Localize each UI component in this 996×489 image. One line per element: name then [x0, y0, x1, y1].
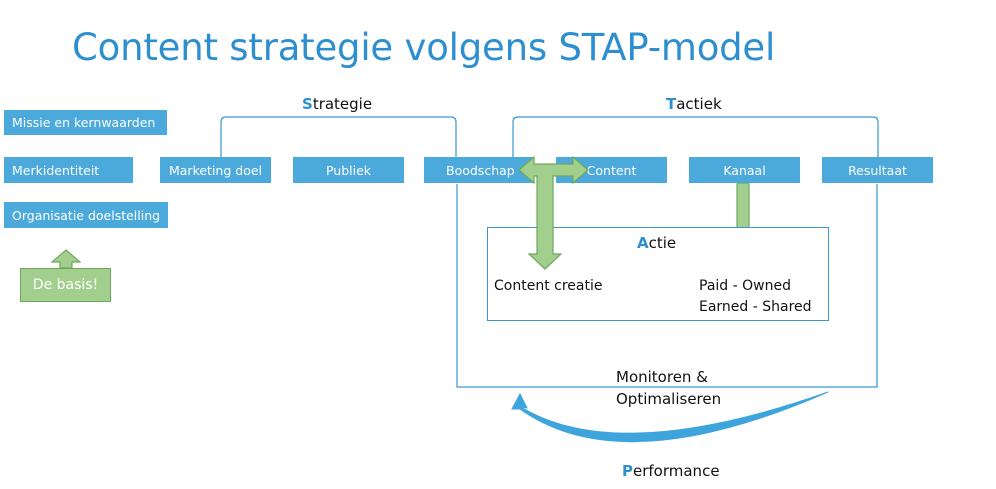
strategie-bracket — [220, 116, 457, 157]
box-merkidentiteit: Merkidentiteit — [4, 157, 133, 183]
box-resultaat: Resultaat — [822, 157, 933, 183]
de-basis-box: De basis! — [20, 268, 111, 302]
paid-owned-label: Paid - Owned — [699, 278, 791, 294]
page-title: Content strategie volgens STAP-model — [72, 26, 776, 69]
monitoring-loop-line — [456, 184, 878, 388]
box-missie-en-kernwaarden: Missie en kernwaarden — [4, 110, 167, 135]
box-organisatie-doelstelling: Organisatie doelstelling — [4, 202, 168, 228]
box-boodschap: Boodschap — [424, 157, 534, 183]
box-publiek: Publiek — [293, 157, 404, 183]
performance-heading: Performance — [622, 462, 720, 480]
performance-curved-arrow — [511, 391, 829, 443]
actie-heading: Actie — [637, 234, 677, 252]
content-creatie-label: Content creatie — [494, 278, 603, 294]
monitoren-label: Monitoren & — [616, 368, 708, 386]
earned-shared-label: Earned - Shared — [699, 299, 812, 315]
content-creatie-arrow — [518, 155, 589, 270]
strategie-heading: Strategie — [302, 95, 373, 113]
box-marketing-doel: Marketing doel — [160, 157, 271, 183]
tactiek-bracket — [512, 116, 879, 157]
box-kanaal: Kanaal — [689, 157, 800, 183]
optimaliseren-label: Optimaliseren — [616, 390, 722, 408]
tactiek-heading: Tactiek — [666, 95, 722, 113]
